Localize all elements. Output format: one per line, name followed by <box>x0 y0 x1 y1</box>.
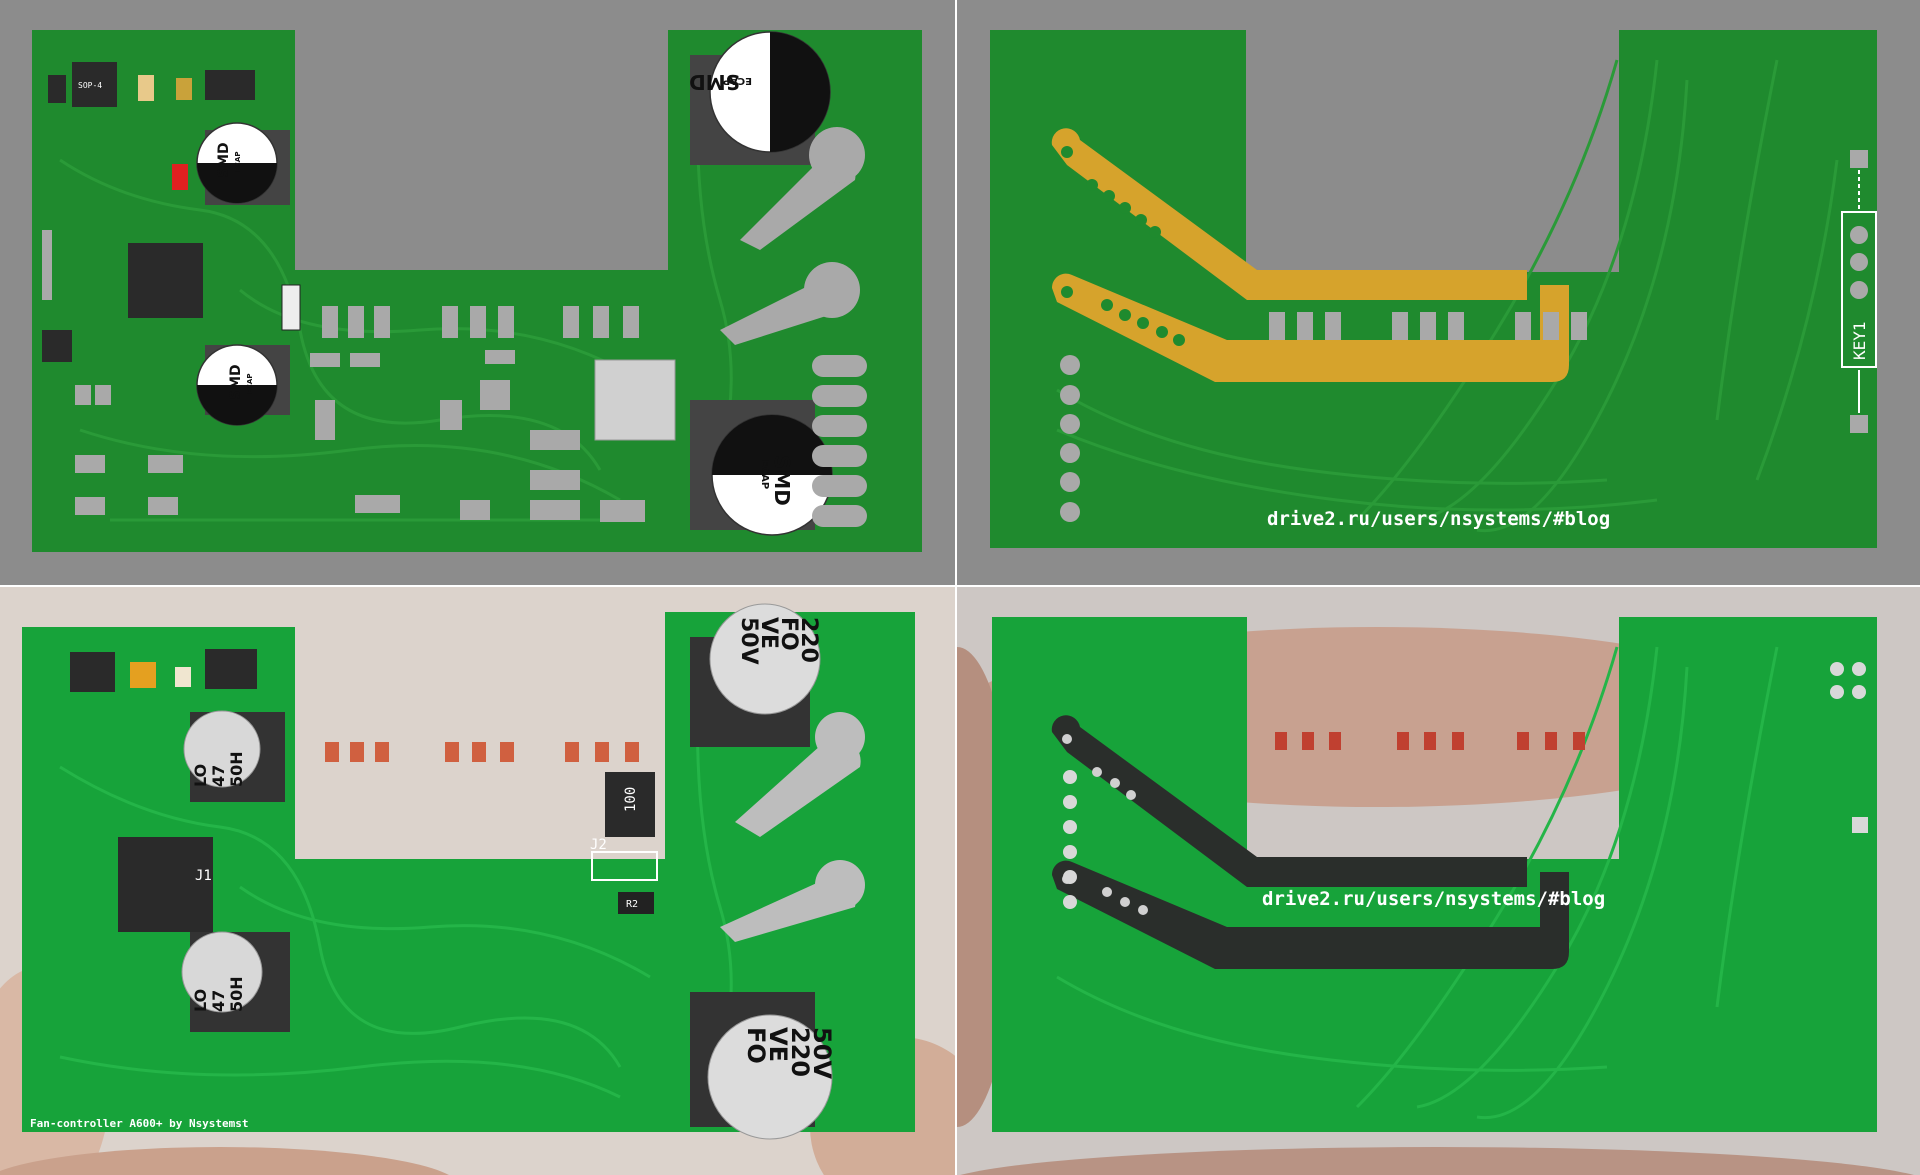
ecap-label-2: ECAP <box>246 374 254 394</box>
sop4-label: SOP-4 <box>78 81 102 90</box>
cap-left-lower-line1: LO <box>191 989 210 1012</box>
ecap-label-1: ECAP <box>234 152 242 172</box>
pcb-render-top-side: SOP-4 SMD ECAP SMD ECAP <box>0 0 955 585</box>
cap-right-bottom-line3: 220 <box>786 1027 814 1077</box>
pcb-photo-top-side: LO 47 50H LO 47 50H 100 J2 J1 R2 <box>0 587 955 1175</box>
tqfp-chip <box>128 243 203 318</box>
cap-right-top-line1: FO <box>776 617 801 651</box>
panel-divider-horizontal <box>0 585 1920 587</box>
cap-right-top-line3: 220 <box>796 617 821 663</box>
pcb-render-bottom-side: KEY1 drive2.ru/users/nsystems/#blog <box>957 0 1920 585</box>
smd-label-large-1: SMD <box>689 70 740 94</box>
pcb-photo-bottom-side: drive2.ru/users/nsystems/#blog <box>957 587 1920 1175</box>
panel-divider-vertical <box>955 0 957 1175</box>
smd-label-large-2: SMD <box>770 455 794 506</box>
cap-right-bottom-line4: 50V <box>808 1027 836 1079</box>
ecap-label-large-2: ECAP <box>759 460 770 489</box>
url-text-render: drive2.ru/users/nsystems/#blog <box>1267 508 1610 530</box>
cap-left-upper-line1: LO <box>191 764 210 787</box>
red-led <box>172 164 188 190</box>
url-text-photo: drive2.ru/users/nsystems/#blog <box>1262 888 1605 910</box>
footer-text: Fan-controller A600+ by Nsystemst <box>30 1117 249 1130</box>
ecap-label-large-1: ECAP <box>723 75 752 86</box>
sop4-chip <box>72 62 117 107</box>
key1-outline <box>1841 211 1877 368</box>
tqfp-chip-photo <box>118 837 213 932</box>
smd-label-2: SMD <box>228 364 244 400</box>
inductor <box>594 359 676 441</box>
key1-label: KEY1 <box>1850 321 1869 360</box>
j2-label: J2 <box>590 837 607 853</box>
cap-left-lower-line2: 47 <box>209 990 228 1012</box>
cap-left-upper-line3: 50H <box>227 751 246 787</box>
cap-left-lower-line3: 50H <box>227 976 246 1012</box>
j1-label: J1 <box>195 868 212 884</box>
cap-right-bottom-line1: FO <box>742 1027 770 1064</box>
cap-right-bottom-line2: VE <box>764 1027 792 1062</box>
cap-right-top-line2: VE <box>756 617 781 649</box>
r2-label: R2 <box>626 899 638 910</box>
inductor-label: 100 <box>623 787 639 812</box>
cap-right-top-line4: 50V <box>736 617 761 665</box>
smd-label-1: SMD <box>216 142 232 178</box>
cap-left-upper-line2: 47 <box>209 765 228 787</box>
